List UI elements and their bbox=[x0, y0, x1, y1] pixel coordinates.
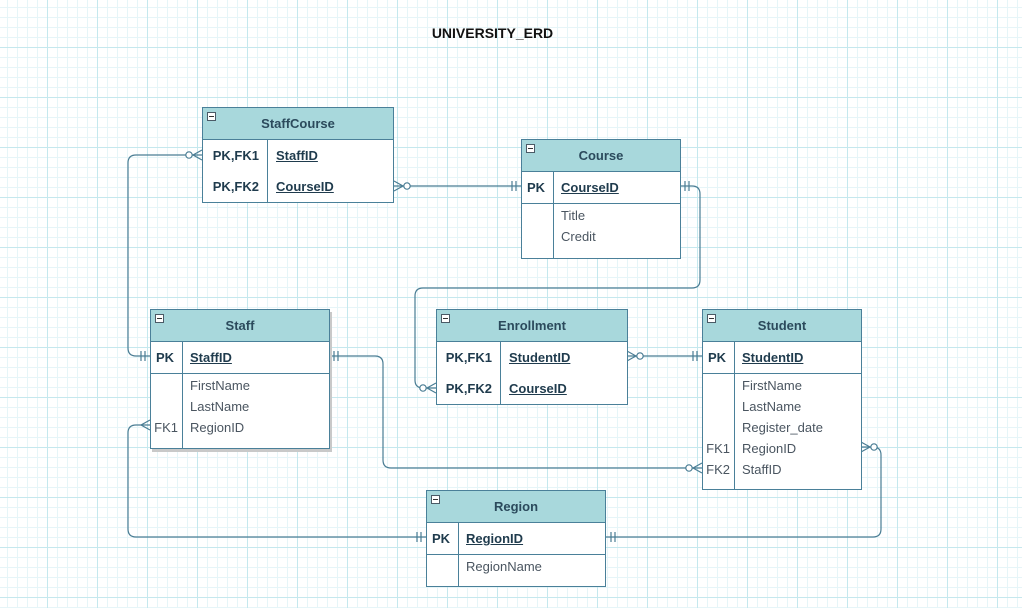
key-type bbox=[703, 417, 734, 438]
entity-staff[interactable]: Staff PK StaffID FirstName LastName FK1 … bbox=[150, 309, 330, 449]
diagram-title: UNIVERSITY_ERD bbox=[431, 25, 554, 41]
attribute-row[interactable]: FK1 RegionID bbox=[703, 438, 861, 459]
collapse-icon[interactable] bbox=[155, 314, 164, 323]
key-row[interactable]: PK,FK2 CourseID bbox=[203, 171, 393, 202]
field-name: FirstName bbox=[190, 378, 250, 393]
key-row[interactable]: PK,FK1 StaffID bbox=[203, 140, 393, 171]
collapse-icon[interactable] bbox=[207, 112, 216, 121]
field-name: StudentID bbox=[742, 350, 804, 365]
field-name: RegionID bbox=[190, 420, 245, 435]
key-type: PK bbox=[431, 531, 450, 546]
key-type: PK bbox=[155, 350, 174, 365]
key-type bbox=[522, 226, 553, 247]
key-row[interactable]: PK,FK1 StudentID bbox=[437, 342, 627, 373]
entity-enrollment[interactable]: Enrollment PK,FK1 StudentID PK,FK2 Cours… bbox=[436, 309, 628, 405]
entity-staffcourse[interactable]: StaffCourse PK,FK1 StaffID PK,FK2 Course… bbox=[202, 107, 394, 203]
key-row[interactable]: PK RegionID bbox=[427, 523, 605, 554]
entity-header[interactable]: Enrollment bbox=[437, 310, 627, 342]
key-type bbox=[703, 375, 734, 396]
entity-region[interactable]: Region PK RegionID RegionName bbox=[426, 490, 606, 587]
key-type: PK bbox=[526, 180, 545, 195]
entity-header[interactable]: Student bbox=[703, 310, 861, 342]
key-type bbox=[427, 556, 458, 577]
field-name: CourseID bbox=[509, 381, 567, 396]
entity-name: Enrollment bbox=[498, 318, 566, 333]
collapse-icon[interactable] bbox=[441, 314, 450, 323]
field-name: CourseID bbox=[276, 179, 334, 194]
collapse-icon[interactable] bbox=[707, 314, 716, 323]
attribute-row[interactable]: FirstName bbox=[151, 375, 329, 396]
attribute-row[interactable]: Register_date bbox=[703, 417, 861, 438]
field-name: LastName bbox=[742, 399, 802, 414]
attribute-row[interactable]: FK1 RegionID bbox=[151, 417, 329, 438]
field-name: StaffID bbox=[276, 148, 318, 163]
entity-name: Staff bbox=[225, 318, 255, 333]
entity-header[interactable]: StaffCourse bbox=[203, 108, 393, 140]
field-name: Register_date bbox=[742, 420, 823, 435]
field-name: RegionID bbox=[466, 531, 524, 546]
key-type bbox=[522, 205, 553, 226]
entity-name: Region bbox=[493, 499, 539, 514]
field-name: StaffID bbox=[190, 350, 232, 365]
key-row[interactable]: PK StudentID bbox=[703, 342, 861, 373]
field-name: RegionID bbox=[742, 441, 797, 456]
key-type: FK1 bbox=[154, 420, 178, 435]
field-name: CourseID bbox=[561, 180, 619, 195]
field-name: Credit bbox=[561, 229, 596, 244]
key-type bbox=[703, 396, 734, 417]
key-type: FK1 bbox=[706, 441, 730, 456]
attribute-row[interactable]: Title bbox=[522, 205, 680, 226]
entity-name: Student bbox=[757, 318, 807, 333]
key-type bbox=[151, 396, 182, 417]
collapse-icon[interactable] bbox=[526, 144, 535, 153]
field-name: StudentID bbox=[509, 350, 571, 365]
attribute-row[interactable]: LastName bbox=[703, 396, 861, 417]
key-row[interactable]: PK StaffID bbox=[151, 342, 329, 373]
field-name: FirstName bbox=[742, 378, 802, 393]
key-type: PK,FK2 bbox=[212, 179, 259, 194]
field-name: LastName bbox=[190, 399, 250, 414]
key-type: PK,FK1 bbox=[212, 148, 259, 163]
entity-name: Course bbox=[578, 148, 624, 163]
key-type: PK,FK2 bbox=[445, 381, 492, 396]
entity-course[interactable]: Course PK CourseID Title Credit bbox=[521, 139, 681, 259]
key-type: PK bbox=[707, 350, 726, 365]
attribute-row[interactable]: Credit bbox=[522, 226, 680, 247]
entity-header[interactable]: Staff bbox=[151, 310, 329, 342]
field-name: StaffID bbox=[742, 462, 782, 477]
key-row[interactable]: PK,FK2 CourseID bbox=[437, 373, 627, 404]
key-type bbox=[151, 375, 182, 396]
key-row[interactable]: PK CourseID bbox=[522, 172, 680, 203]
attribute-row[interactable]: FirstName bbox=[703, 375, 861, 396]
field-name: Title bbox=[561, 208, 586, 223]
key-type: PK,FK1 bbox=[445, 350, 492, 365]
attribute-row[interactable]: FK2 StaffID bbox=[703, 459, 861, 480]
attribute-row[interactable]: RegionName bbox=[427, 556, 605, 577]
entity-student[interactable]: Student PK StudentID FirstName LastName … bbox=[702, 309, 862, 490]
entity-header[interactable]: Region bbox=[427, 491, 605, 523]
entity-header[interactable]: Course bbox=[522, 140, 680, 172]
key-type: FK2 bbox=[706, 462, 730, 477]
collapse-icon[interactable] bbox=[431, 495, 440, 504]
attribute-row[interactable]: LastName bbox=[151, 396, 329, 417]
entity-name: StaffCourse bbox=[261, 116, 335, 131]
field-name: RegionName bbox=[466, 559, 542, 574]
